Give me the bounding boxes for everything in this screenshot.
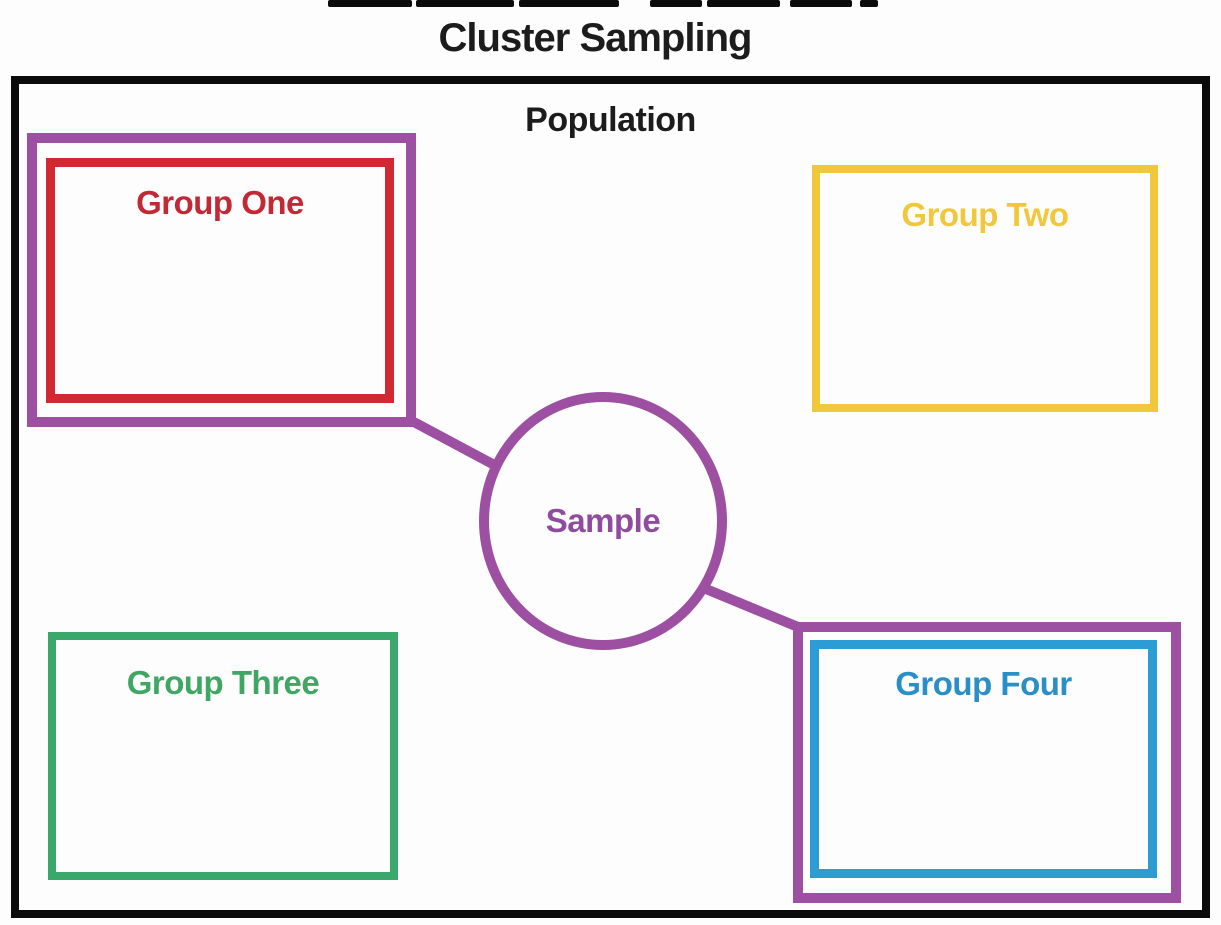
- sample-label: Sample: [545, 502, 661, 539]
- diagram-title: Cluster Sampling: [438, 16, 753, 60]
- group-four-label: Group Four: [895, 665, 1072, 702]
- group-four-box: [810, 640, 1157, 878]
- sample-circle: Sample: [479, 392, 727, 650]
- group-one-label: Group One: [136, 184, 304, 221]
- group-four-highlight-box: [793, 622, 1181, 903]
- population-box: [11, 76, 1210, 918]
- population-label: Population: [525, 101, 696, 139]
- cropped-text-remnant: [328, 0, 878, 7]
- group-three-box: [48, 632, 398, 880]
- group-one-highlight-box: [27, 133, 416, 427]
- group-one-box: [46, 158, 394, 403]
- group-two-box: [812, 165, 1158, 412]
- group-three-label: Group Three: [126, 664, 320, 701]
- group-two-label: Group Two: [901, 196, 1069, 233]
